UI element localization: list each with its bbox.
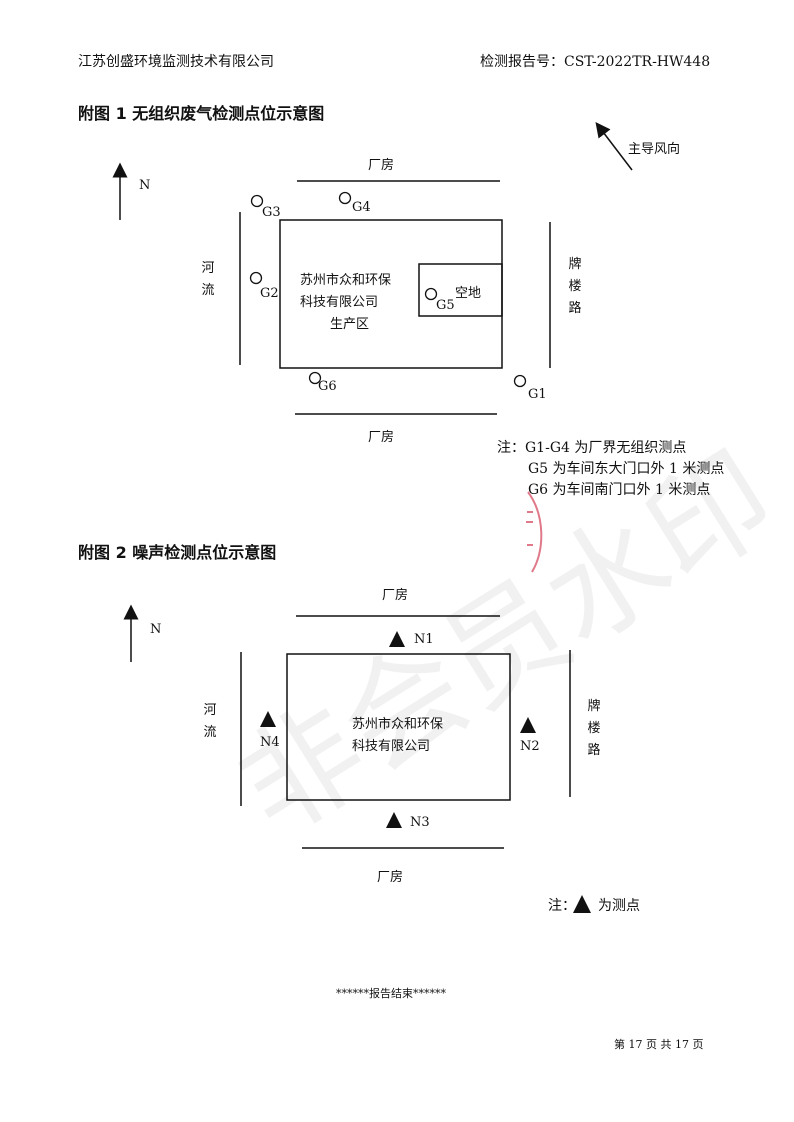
north-label-1: N — [139, 178, 151, 193]
factory-label-bottom-2: 厂房 — [377, 870, 404, 885]
point-n2-marker — [520, 717, 536, 733]
end-of-report: ******报告结束****** — [336, 987, 446, 1000]
note-line-3: G6 为车间南门口外 1 米测点 — [528, 482, 711, 498]
site-rect-2 — [286, 653, 511, 801]
point-g3-label: G3 — [262, 205, 281, 220]
point-g2-label: G2 — [260, 286, 279, 301]
note-line-2: G5 为车间东大门口外 1 米测点 — [528, 461, 725, 477]
site2-line-1: 苏州市众和环保 — [352, 717, 444, 732]
note-line-1: 注：G1-G4 为厂界无组织测点 — [497, 440, 687, 456]
point-g4-label: G4 — [352, 200, 371, 215]
point-g2-marker — [249, 271, 263, 285]
river-label-1: 河流 — [201, 261, 215, 298]
point-n3-marker — [386, 812, 402, 828]
site-line-3: 生产区 — [330, 317, 370, 332]
north-label-2: N — [150, 622, 162, 637]
factory-label-top-2: 厂房 — [382, 588, 409, 603]
page-footer: 第 17 页 共 17 页 — [614, 1038, 704, 1051]
point-g1-label: G1 — [528, 387, 547, 402]
road-label-2: 牌楼路 — [587, 699, 601, 758]
legend-triangle-icon — [573, 895, 591, 913]
seal-fragment — [527, 491, 543, 573]
point-g5-label: G5 — [436, 298, 455, 313]
wind-direction-label: 主导风向 — [628, 142, 681, 157]
point-n1-marker — [389, 631, 405, 647]
report-number: 检测报告号：CST-2022TR-HW448 — [480, 54, 711, 70]
site2-line-2: 科技有限公司 — [352, 739, 431, 754]
site-name-1: 苏州市众和环保 科技有限公司 生产区 — [300, 270, 391, 336]
site-line-2: 科技有限公司 — [300, 295, 379, 310]
legend-note-prefix: 注： — [548, 898, 576, 914]
river-label-2: 河流 — [203, 703, 217, 740]
site-line-1: 苏州市众和环保 — [300, 273, 392, 288]
figure2-title: 附图 2 噪声检测点位示意图 — [78, 543, 277, 562]
point-n1-label: N1 — [414, 632, 434, 647]
company-name: 江苏创盛环境监测技术有限公司 — [78, 54, 274, 70]
open-space-label: 空地 — [455, 286, 482, 301]
factory-label-top-1: 厂房 — [368, 158, 395, 173]
point-n2-label: N2 — [520, 739, 540, 754]
point-g3-marker — [250, 194, 264, 208]
factory-label-bottom-1: 厂房 — [368, 430, 395, 445]
point-g6-label: G6 — [318, 379, 337, 394]
figure1-notes: 注：G1-G4 为厂界无组织测点 G5 为车间东大门口外 1 米测点 G6 为车… — [497, 438, 724, 501]
wind-arrow — [595, 122, 633, 171]
point-n3-label: N3 — [410, 815, 430, 830]
point-g5-marker — [424, 287, 438, 301]
point-g4-marker — [338, 191, 352, 205]
point-g6-marker — [308, 371, 322, 385]
point-g1-marker — [513, 374, 527, 388]
figure1-title: 附图 1 无组织废气检测点位示意图 — [78, 104, 325, 123]
site-name-2: 苏州市众和环保 科技有限公司 — [352, 714, 443, 758]
road-label-1: 牌楼路 — [568, 257, 582, 316]
open-space-rect — [418, 263, 503, 317]
point-n4-marker — [260, 711, 276, 727]
legend-note-suffix: 为测点 — [598, 898, 640, 914]
point-n4-label: N4 — [260, 735, 280, 750]
